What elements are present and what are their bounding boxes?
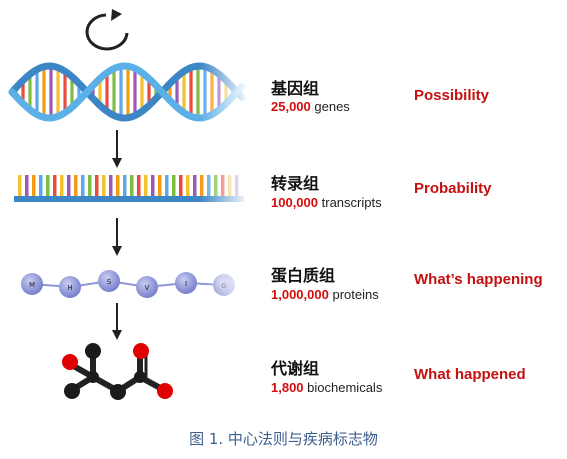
level-2-count: 100,000 (271, 195, 318, 210)
rna-nucleotide (193, 175, 197, 197)
rna-nucleotide (39, 175, 43, 197)
rna-nucleotide (74, 175, 78, 197)
rna-nucleotide (25, 175, 29, 197)
level-3-title: 蛋白质组 (271, 266, 336, 285)
rna-nucleotide (151, 175, 155, 197)
flow-arrow-1 (112, 130, 122, 168)
rna-nucleotide (88, 175, 92, 197)
rna-nucleotide (137, 175, 141, 197)
level-1-meaning: Possibility (414, 87, 490, 104)
rna-nucleotide (46, 175, 50, 197)
rna-nucleotide (123, 175, 127, 197)
amino-acid-bead (21, 273, 43, 295)
rna-nucleotide (158, 175, 162, 197)
level-2-meaning: Probability (414, 180, 492, 197)
fade-overlay (205, 268, 245, 302)
protein-chain: MHSVIG (21, 268, 245, 302)
level-3-unit: proteins (332, 287, 379, 302)
level-3-count: 1,000,000 (271, 287, 329, 302)
rna-nucleotide (81, 175, 85, 197)
rna-nucleotide (186, 175, 190, 197)
flow-arrow-2 (112, 218, 122, 256)
amino-acid-bead (59, 276, 81, 298)
level-4-subtitle: 1,800 biochemicals (271, 380, 382, 395)
rna-nucleotide (172, 175, 176, 197)
rna-nucleotide (60, 175, 64, 197)
figure-caption: 图 1. 中心法则与疾病标志物 (189, 430, 378, 448)
level-2-subtitle: 100,000 transcripts (271, 195, 382, 210)
level-1-unit: genes (314, 99, 350, 114)
amino-acid-label: H (67, 284, 72, 292)
amino-acid-label: I (185, 280, 187, 288)
dna-double-helix (8, 55, 250, 135)
level-2-title: 转录组 (271, 174, 320, 193)
level-1-count: 25,000 (271, 99, 311, 114)
amino-acid-label: V (145, 284, 150, 292)
rna-nucleotide (130, 175, 134, 197)
rna-nucleotide (144, 175, 148, 197)
rna-nucleotide (53, 175, 57, 197)
rna-nucleotide (32, 175, 36, 197)
flow-arrow-3 (112, 303, 122, 340)
fade-overlay (200, 55, 250, 135)
amino-acid-label: M (29, 281, 35, 289)
level-4-meaning: What happened (414, 366, 526, 383)
amino-acid-bead (175, 272, 197, 294)
rna-nucleotide (116, 175, 120, 197)
amino-acid-label: S (107, 278, 112, 286)
level-4-count: 1,800 (271, 380, 304, 395)
amino-acid-bead (98, 270, 120, 292)
level-2-unit: transcripts (321, 195, 382, 210)
rna-nucleotide (109, 175, 113, 197)
rna-backbone (14, 196, 244, 202)
level-1-subtitle: 25,000 genes (271, 99, 350, 114)
level-4-title: 代谢组 (271, 359, 320, 378)
level-4-unit: biochemicals (307, 380, 383, 395)
rna-nucleotide (165, 175, 169, 197)
rna-nucleotide (179, 175, 183, 197)
level-3-subtitle: 1,000,000 proteins (271, 287, 379, 302)
metabolite-molecule (62, 343, 173, 400)
level-3-meaning: What’s happening (414, 271, 543, 288)
replication-cycle-arrow (85, 9, 129, 51)
rna-nucleotide (95, 175, 99, 197)
rna-nucleotide (102, 175, 106, 197)
rna-nucleotide (67, 175, 71, 197)
fade-overlay (200, 170, 250, 206)
mrna-strand (14, 170, 250, 206)
amino-acid-bead (136, 276, 158, 298)
level-1-title: 基因组 (271, 79, 320, 98)
rna-nucleotide (18, 175, 22, 197)
